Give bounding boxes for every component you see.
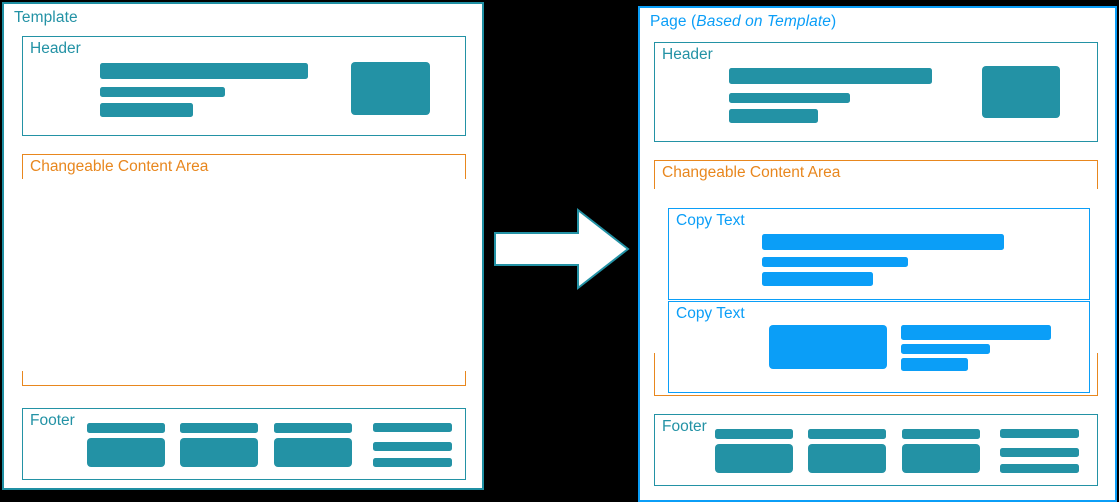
transform-arrow (492, 206, 632, 292)
page-title-suffix: ) (830, 13, 837, 30)
template-header-bar-medium (100, 87, 225, 97)
page-header-label: Header (662, 46, 713, 63)
page-panel-title: Page (Based on Template) (650, 13, 836, 31)
page-footer-box: Footer (654, 414, 1098, 486)
template-footer-column-1-caption (87, 423, 165, 433)
template-panel-title: Template (14, 9, 78, 26)
page-footer-link-2 (1000, 448, 1079, 457)
page-copy-module-2: Copy Text (668, 301, 1090, 393)
page-copy-module-1-bar-medium (762, 257, 908, 267)
template-footer-column-3-block (274, 438, 352, 467)
page-panel: Page (Based on Template) Header Changeab… (638, 6, 1117, 502)
template-footer-link-1 (373, 423, 452, 432)
template-footer-column-2-block (180, 438, 258, 467)
page-copy-module-1-bar-long (762, 234, 1004, 250)
template-content-area-box: Changeable Content Area (20, 154, 469, 386)
right-arrow-icon (494, 207, 630, 291)
template-panel: Template Header Changeable Content Area … (2, 2, 484, 490)
template-content-area-label: Changeable Content Area (30, 158, 209, 175)
page-footer-column-1-block (715, 444, 793, 473)
template-header-bar-short (100, 103, 193, 117)
page-content-area-right-gap (1095, 189, 1101, 353)
page-footer-link-1 (1000, 429, 1079, 438)
template-header-image-block (351, 62, 430, 115)
page-footer-column-2-caption (808, 429, 886, 439)
content-area-right-gap (463, 179, 469, 371)
page-copy-module-2-image-block (769, 325, 887, 369)
template-footer-label: Footer (30, 412, 75, 429)
template-footer-link-2 (373, 442, 452, 451)
page-header-bar-long (729, 68, 932, 84)
page-title-prefix: Page ( (650, 13, 697, 30)
page-header-bar-medium (729, 93, 850, 103)
template-footer-column-2-caption (180, 423, 258, 433)
page-title-italic: Based on Template (696, 13, 831, 30)
page-copy-module-2-label: Copy Text (676, 305, 745, 322)
page-copy-module-2-bar-medium (901, 344, 990, 354)
page-header-image-block (982, 66, 1060, 118)
template-footer-box: Footer (22, 408, 466, 480)
page-content-area-label: Changeable Content Area (662, 164, 841, 181)
page-footer-column-1-caption (715, 429, 793, 439)
content-area-left-gap (20, 179, 26, 371)
page-footer-column-3-block (902, 444, 980, 473)
template-footer-link-3 (373, 458, 452, 467)
page-copy-module-2-bar-long (901, 325, 1051, 340)
page-header-box: Header (654, 42, 1098, 142)
page-copy-module-1: Copy Text (668, 208, 1090, 300)
page-header-bar-short (729, 109, 818, 123)
page-footer-column-2-block (808, 444, 886, 473)
template-header-box: Header (22, 36, 466, 136)
page-copy-module-1-bar-short (762, 272, 873, 286)
page-copy-module-1-label: Copy Text (676, 212, 745, 229)
page-content-area-left-gap (652, 189, 658, 353)
template-header-label: Header (30, 40, 81, 57)
page-copy-module-2-bar-short (901, 358, 968, 371)
page-footer-label: Footer (662, 418, 707, 435)
page-footer-column-3-caption (902, 429, 980, 439)
template-footer-column-1-block (87, 438, 165, 467)
template-footer-column-3-caption (274, 423, 352, 433)
template-header-bar-long (100, 63, 308, 79)
page-footer-link-3 (1000, 464, 1079, 473)
